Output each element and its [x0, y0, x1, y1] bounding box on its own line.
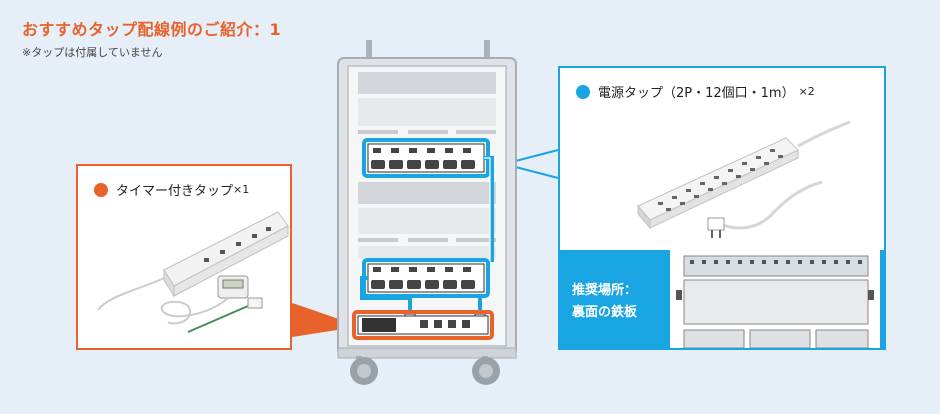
power-tap-heading: 電源タップ（2P・12個口・1m） ×2: [576, 82, 815, 101]
location-line2: 裏面の鉄板: [572, 305, 638, 320]
power-tap-callout: 電源タップ（2P・12個口・1m） ×2 推奨場所： 裏面の鉄板: [558, 66, 886, 350]
timer-tap-label: タイマー付きタップ: [116, 184, 234, 199]
power-tap-qty: ×2: [798, 85, 815, 98]
timer-tap-qty: ×1: [233, 183, 250, 196]
back-panel-illustration: [670, 250, 880, 348]
location-label: 推奨場所： 裏面の鉄板: [572, 280, 637, 324]
timer-tap-callout: タイマー付きタップ ×1: [76, 164, 292, 350]
blue-dot-icon: [576, 84, 590, 99]
page-title: おすすめタップ配線例のご紹介：1: [22, 20, 282, 39]
power-tap-photo: [637, 120, 851, 238]
location-line1: 推奨場所：: [572, 283, 638, 298]
note-text: ※タップは付属していません: [22, 46, 163, 59]
power-tap-label: 電源タップ（2P・12個口・1m）: [598, 86, 795, 101]
orange-dot-icon: [94, 182, 108, 197]
timer-tap-photo: [97, 211, 289, 333]
recommended-location-box: 推奨場所： 裏面の鉄板: [560, 250, 884, 348]
timer-tap: [352, 310, 494, 340]
timer-tap-heading: タイマー付きタップ ×1: [94, 180, 249, 199]
